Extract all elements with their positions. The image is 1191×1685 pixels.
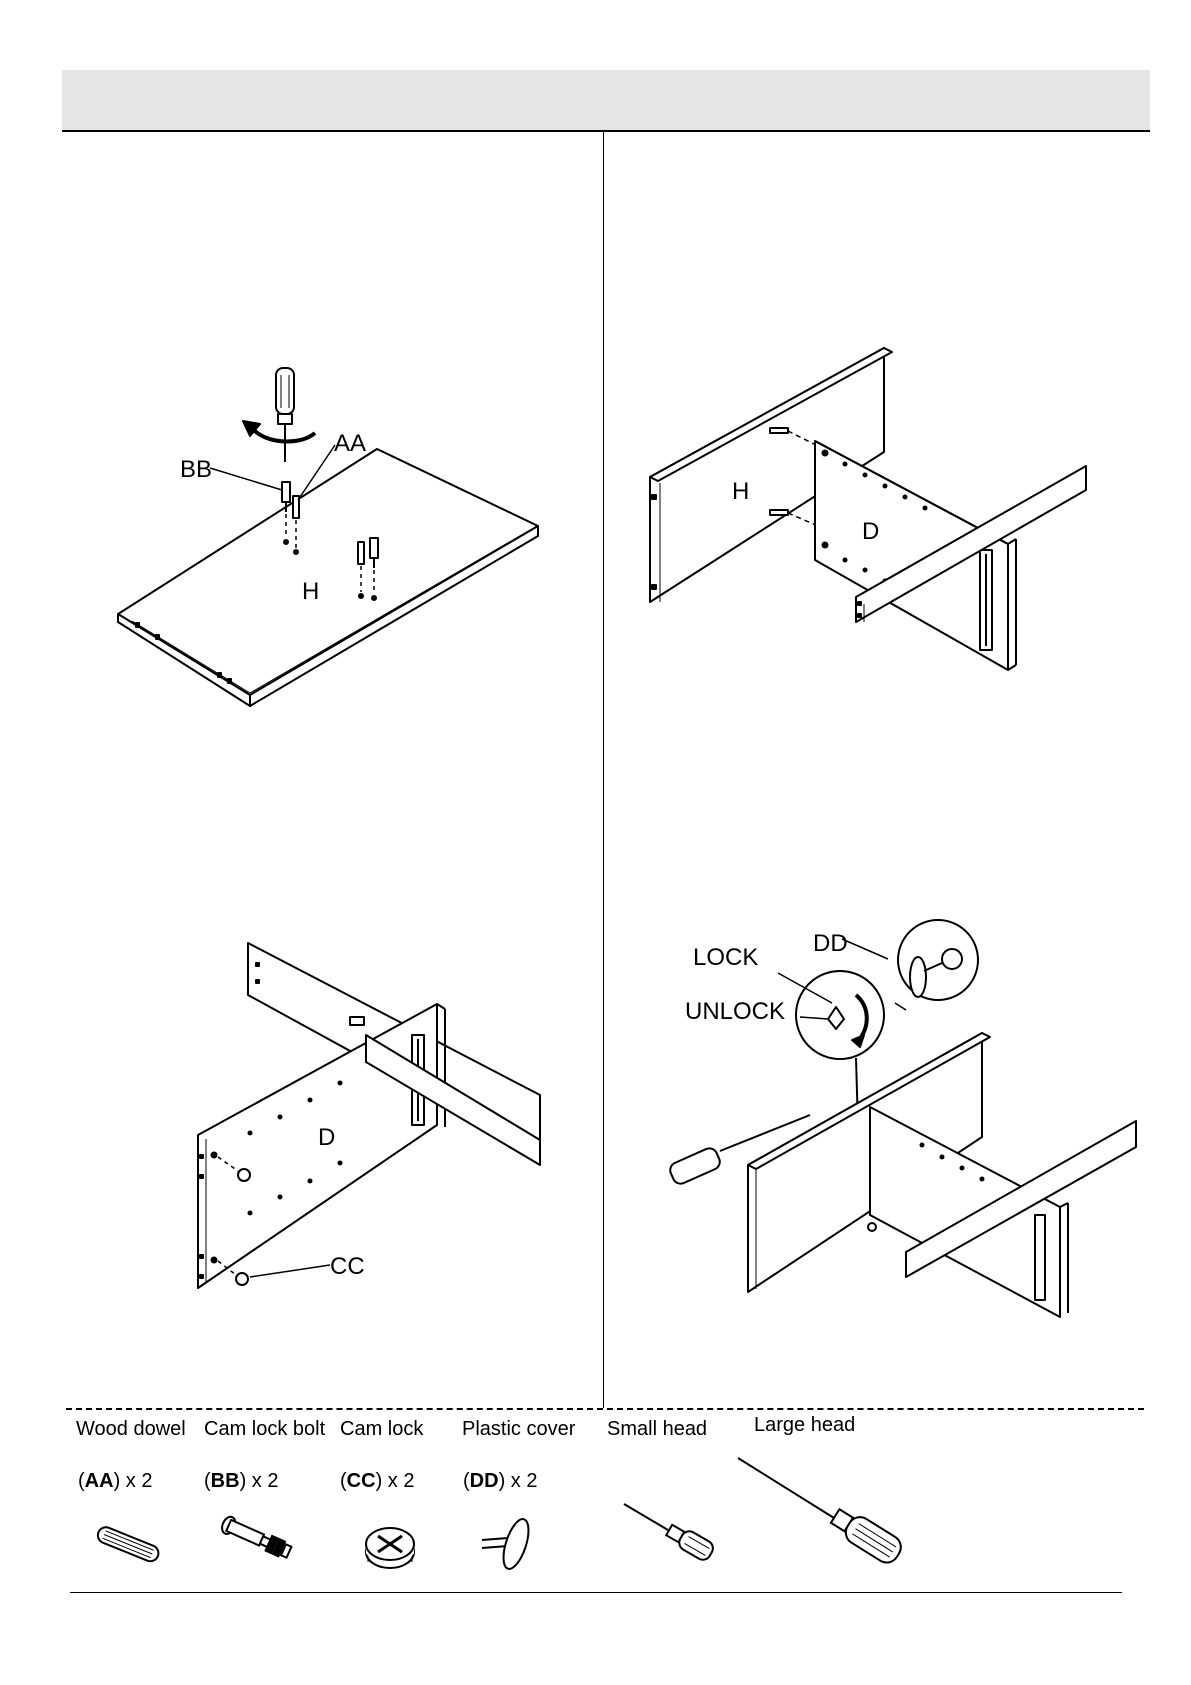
hardware-name-large-head: Large head	[754, 1414, 855, 1437]
plastic-cover-icon	[478, 1514, 538, 1579]
step4-label-unlock: UNLOCK	[685, 1000, 785, 1024]
step1-illustration	[100, 350, 560, 710]
small-screwdriver-icon	[620, 1496, 720, 1571]
step2-label-h: H	[732, 480, 749, 504]
hardware-divider	[66, 1408, 1144, 1410]
step3-illustration	[190, 935, 550, 1305]
step2-illustration	[640, 340, 1100, 680]
cam-lock-icon	[362, 1522, 418, 1579]
step4-label-dd: DD	[813, 932, 848, 956]
step-header-band	[62, 70, 1150, 132]
hardware-qty-cc: (CC) x 2	[340, 1470, 414, 1493]
step1-label-h: H	[302, 580, 319, 604]
hardware-name-aa: Wood dowel	[76, 1418, 186, 1441]
cam-lock-bolt-icon	[212, 1508, 302, 1573]
hardware-name-cc: Cam lock	[340, 1418, 423, 1441]
step4-illustration	[660, 915, 1140, 1325]
large-screwdriver-icon	[734, 1452, 914, 1577]
wood-dowel-icon	[90, 1520, 170, 1575]
hardware-qty-dd: (DD) x 2	[463, 1470, 537, 1493]
step2-label-d: D	[862, 520, 879, 544]
hardware-name-dd: Plastic cover	[462, 1418, 575, 1441]
step1-label-bb: BB	[180, 458, 212, 482]
step3-label-cc: CC	[330, 1255, 365, 1279]
hardware-name-bb: Cam lock bolt	[204, 1418, 325, 1441]
hardware-qty-bb: (BB) x 2	[204, 1470, 278, 1493]
step4-label-lock: LOCK	[693, 946, 758, 970]
panel-divider	[603, 131, 604, 1408]
hardware-qty-aa: (AA) x 2	[78, 1470, 152, 1493]
bottom-rule	[70, 1592, 1122, 1593]
step1-label-aa: AA	[334, 432, 366, 456]
hardware-name-small-head: Small head	[607, 1418, 707, 1441]
step3-label-d: D	[318, 1126, 335, 1150]
